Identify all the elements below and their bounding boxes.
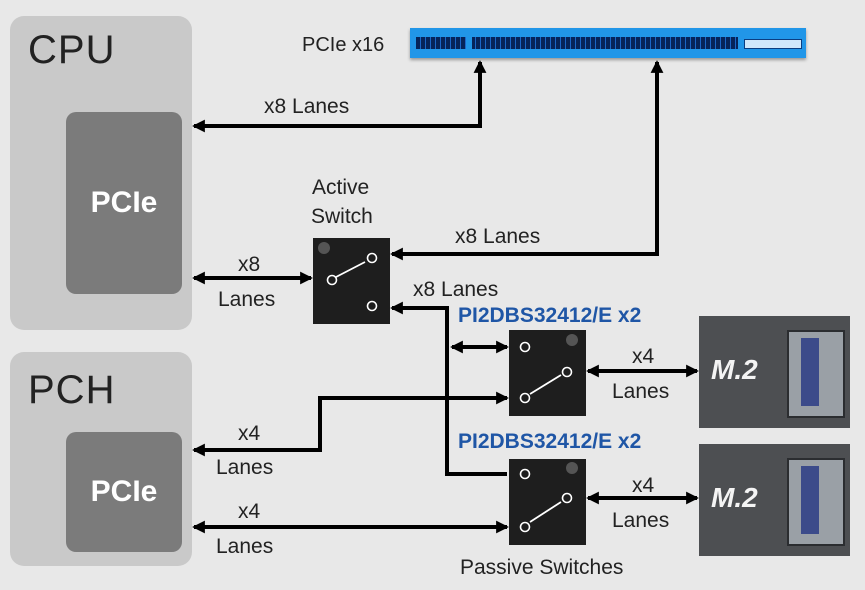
active-switch-schematic	[318, 242, 378, 312]
active-switch-pin-in	[326, 274, 338, 286]
m2-module-lower: M.2	[699, 444, 850, 556]
m2-upper-socket-slot	[801, 338, 819, 406]
label-cpu-to-switch-2: Lanes	[218, 288, 276, 311]
label-pch-upper-2: Lanes	[216, 456, 274, 479]
m2-upper-label: M.2	[711, 354, 758, 385]
m2-module-upper: M.2	[699, 316, 850, 428]
cpu-pcie-label: PCIe	[90, 186, 158, 219]
label-m2-upper-1: x4	[632, 345, 655, 368]
active-switch-label-line1: Active	[312, 176, 370, 199]
label-cpu-to-switch-1: x8	[238, 253, 261, 276]
pch-pcie-label: PCIe	[90, 475, 158, 508]
cpu-pcie-block: PCIe	[66, 112, 182, 294]
passive-switch-upper-part: PI2DBS32412/E x2	[458, 304, 642, 327]
passive-upper-schematic	[519, 334, 578, 404]
label-m2-lower-2: Lanes	[612, 509, 670, 532]
diodes-logo-icon	[318, 242, 330, 254]
active-switch-label-line2: Switch	[311, 205, 373, 228]
label-m2-lower-1: x4	[632, 474, 655, 497]
label-switch-to-passive: x8 Lanes	[413, 278, 499, 301]
active-switch-arm	[335, 261, 366, 278]
active-switch-pin-bottom	[366, 300, 378, 312]
pcie-x16-slot	[410, 28, 806, 58]
label-pch-lower-1: x4	[238, 500, 261, 523]
m2-lower-label: M.2	[711, 482, 758, 513]
slot-key-gap	[466, 37, 472, 49]
label-pch-lower-2: Lanes	[216, 535, 274, 558]
diodes-logo-icon	[566, 334, 578, 346]
arrow-cpu-to-slot	[192, 60, 487, 133]
slot-latch	[744, 39, 802, 49]
passive-switches-caption: Passive Switches	[460, 556, 624, 579]
active-switch-pin-top	[366, 252, 378, 264]
passive-lower-schematic	[519, 462, 578, 533]
m2-lower-socket-slot	[801, 466, 819, 534]
line-active-switch-to-passive	[390, 301, 507, 476]
pch-title: PCH	[28, 368, 116, 412]
arrow-active-switch-to-slot	[390, 60, 664, 261]
cpu-title: CPU	[28, 28, 116, 72]
slot-pin-row	[416, 37, 738, 49]
diodes-logo-icon	[566, 462, 578, 474]
pch-pcie-block: PCIe	[66, 432, 182, 552]
pcie-slot-label: PCIe x16	[302, 34, 385, 56]
arrow-pch-upper	[192, 391, 509, 457]
label-m2-upper-2: Lanes	[612, 380, 670, 403]
